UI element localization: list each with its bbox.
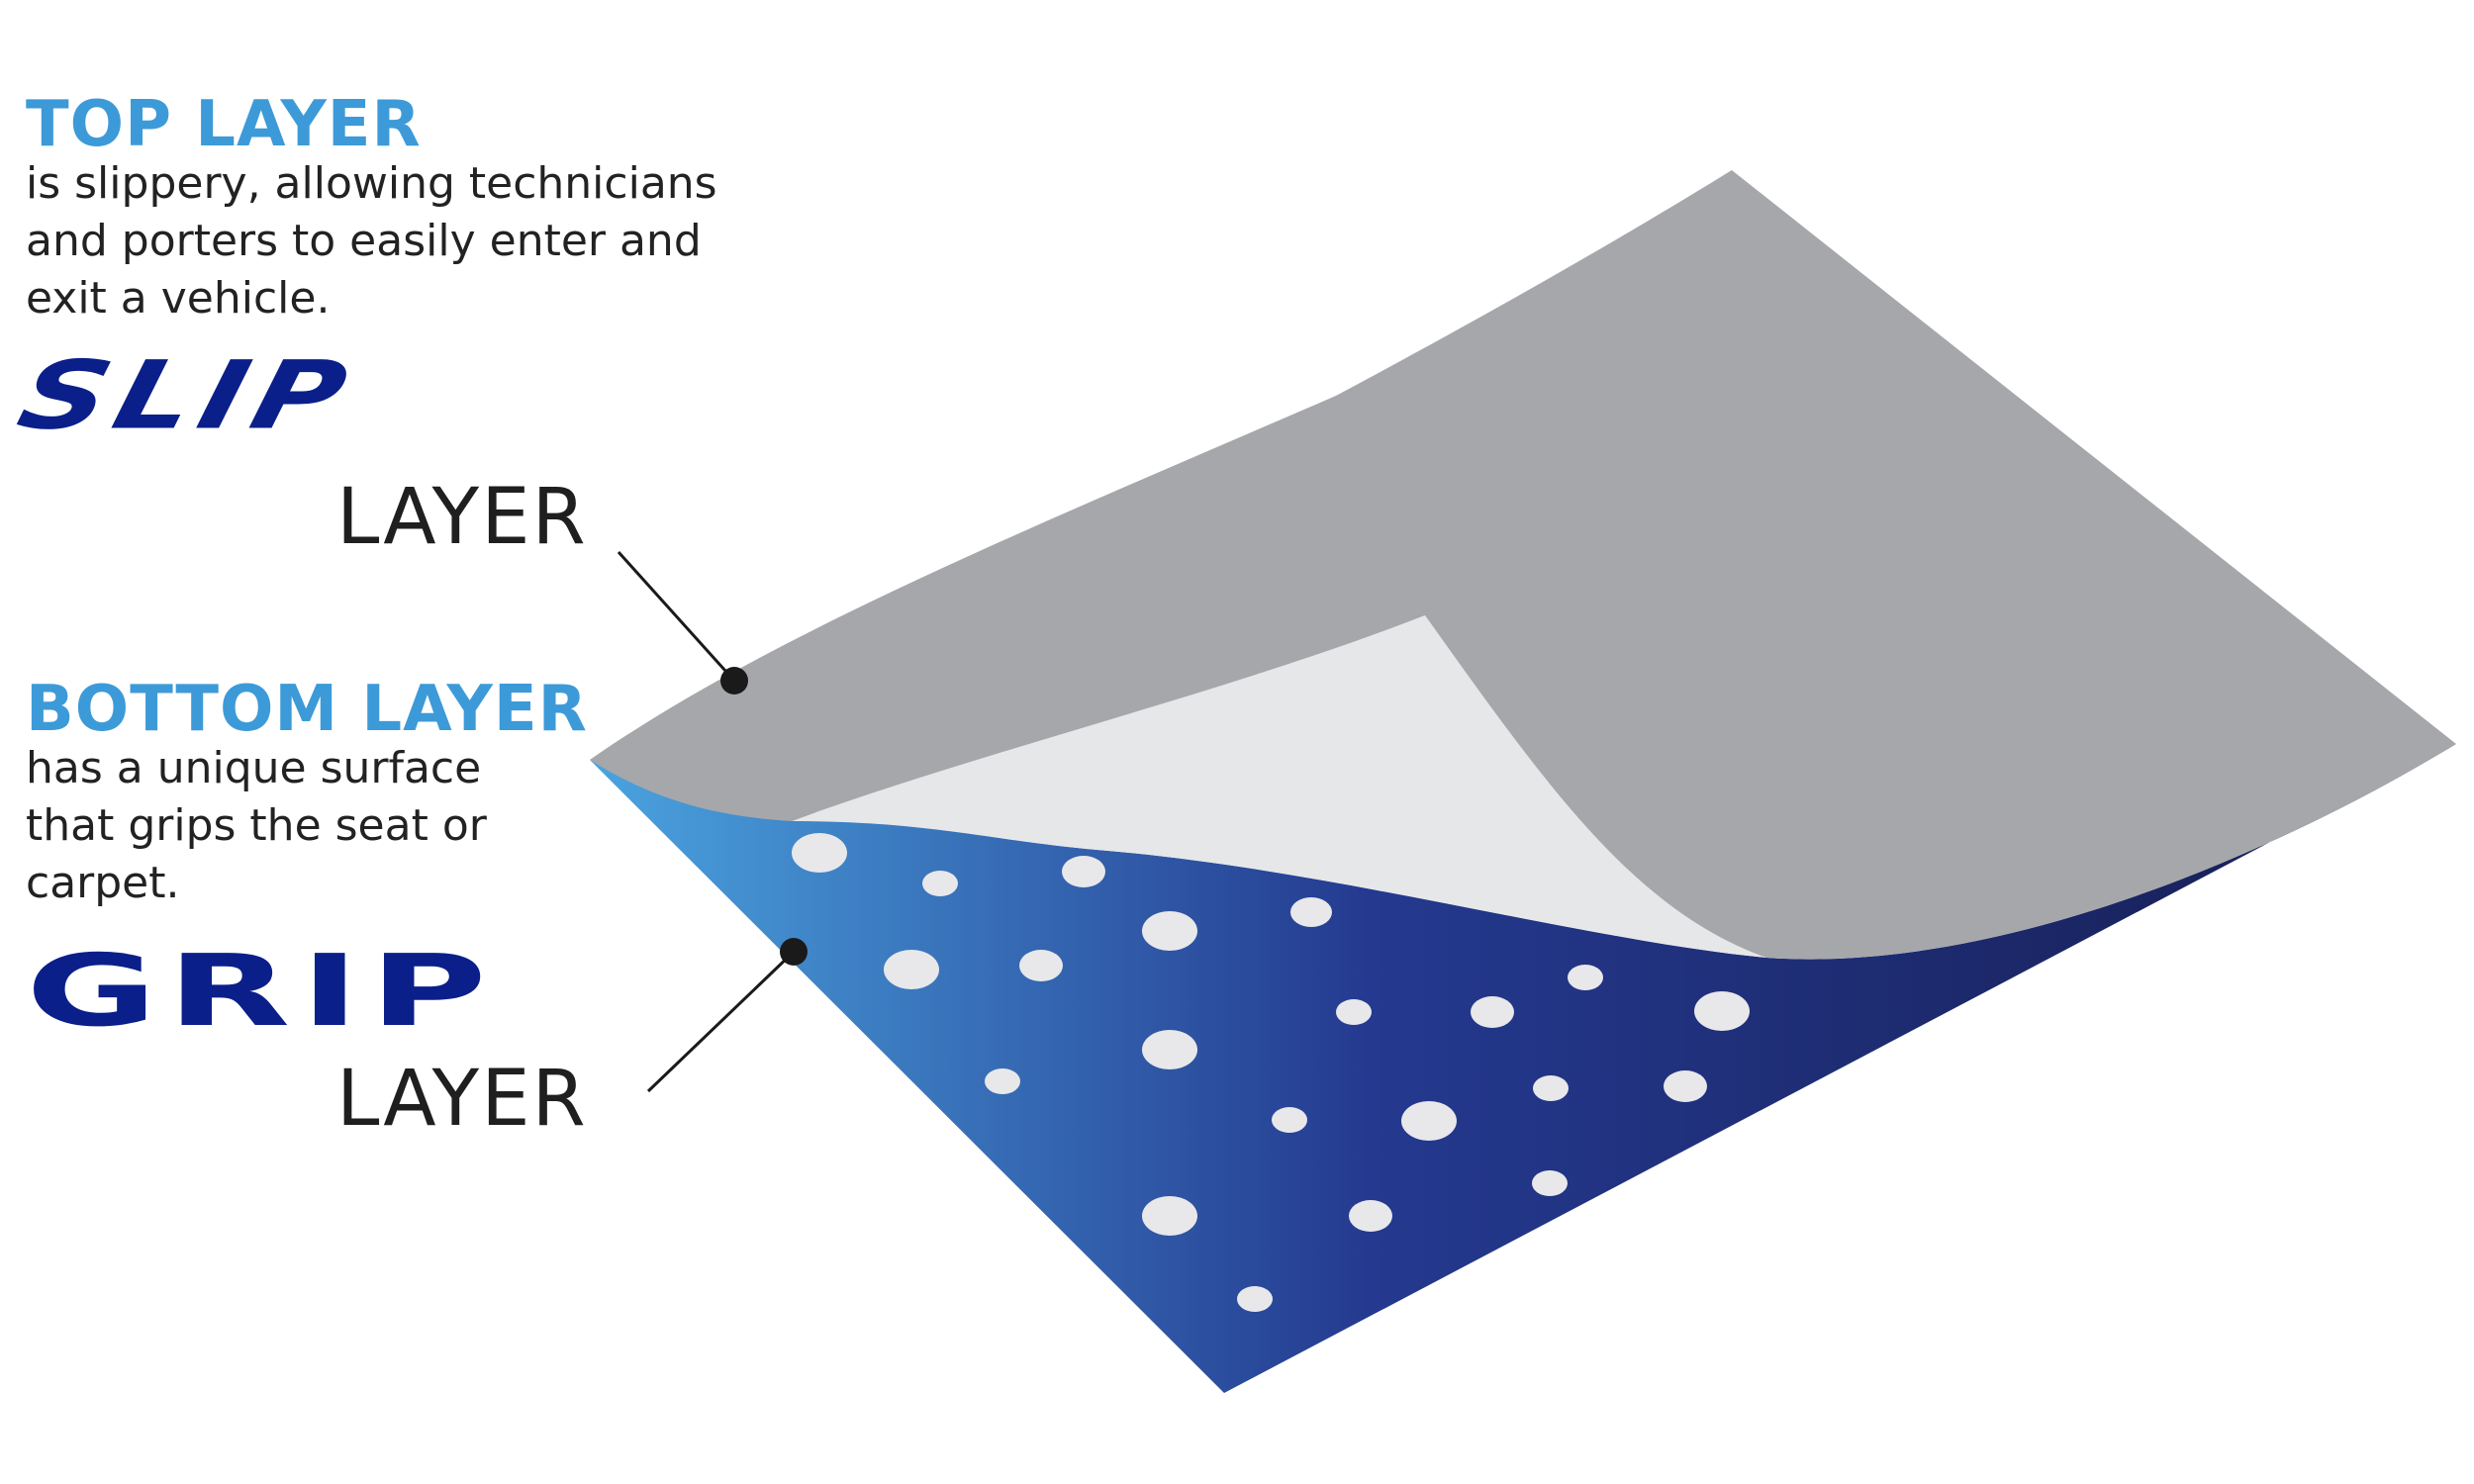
grip-dot (1336, 999, 1372, 1025)
grip-dot (1694, 991, 1750, 1031)
grip-brand-word: GRIP (26, 933, 497, 1049)
grip-dot (1664, 1070, 1707, 1102)
slip-leader-dot (720, 667, 748, 695)
grip-dot (1237, 1286, 1273, 1312)
top-layer-heading: TOP LAYER (26, 88, 422, 161)
grip-layer-surface (590, 744, 2456, 1393)
grip-dot (1532, 1170, 1568, 1196)
top-layer-description-line: is slippery, allowing technicians (26, 158, 717, 209)
bottom-layer-heading: BOTTOM LAYER (26, 673, 588, 746)
grip-dot (884, 950, 939, 989)
bottom-layer-description-line: has a unique surface (26, 743, 482, 793)
slip-brand-word: SLIP (8, 340, 365, 450)
bottom-layer-description-line: carpet. (26, 858, 180, 908)
grip-leader-dot (780, 938, 808, 966)
slip-leader-line (617, 550, 736, 683)
grip-dot (792, 833, 847, 873)
grip-dot (1062, 856, 1105, 887)
grip-dot (985, 1068, 1020, 1094)
slip-layer-surface (590, 170, 2456, 960)
grip-dot (1019, 950, 1063, 981)
grip-dot (1401, 1101, 1457, 1141)
grip-dot (1142, 1196, 1197, 1236)
grip-dot (1533, 1075, 1569, 1101)
grip-dots (792, 833, 1750, 1312)
grip-dot (1142, 1030, 1197, 1069)
top-layer-underside (792, 615, 1766, 958)
grip-dot (1568, 965, 1603, 990)
grip-leader-line (646, 950, 796, 1093)
grip-dot (922, 871, 958, 896)
grip-dot (1272, 1107, 1307, 1133)
bottom-layer-description: has a unique surface that grips the seat… (26, 740, 487, 912)
grip-layer-word: LAYER (336, 1055, 588, 1144)
top-layer-description-line: exit a vehicle. (26, 273, 331, 324)
grip-dot (1290, 897, 1332, 927)
slip-layer-word: LAYER (336, 473, 588, 562)
grip-dot (1471, 996, 1514, 1028)
bottom-layer-description-line: that grips the seat or (26, 800, 487, 851)
grip-dot (1142, 911, 1197, 951)
grip-dot (1349, 1200, 1392, 1232)
top-layer-description: is slippery, allowing technicians and po… (26, 155, 717, 327)
top-layer-description-line: and porters to easily enter and (26, 216, 702, 266)
